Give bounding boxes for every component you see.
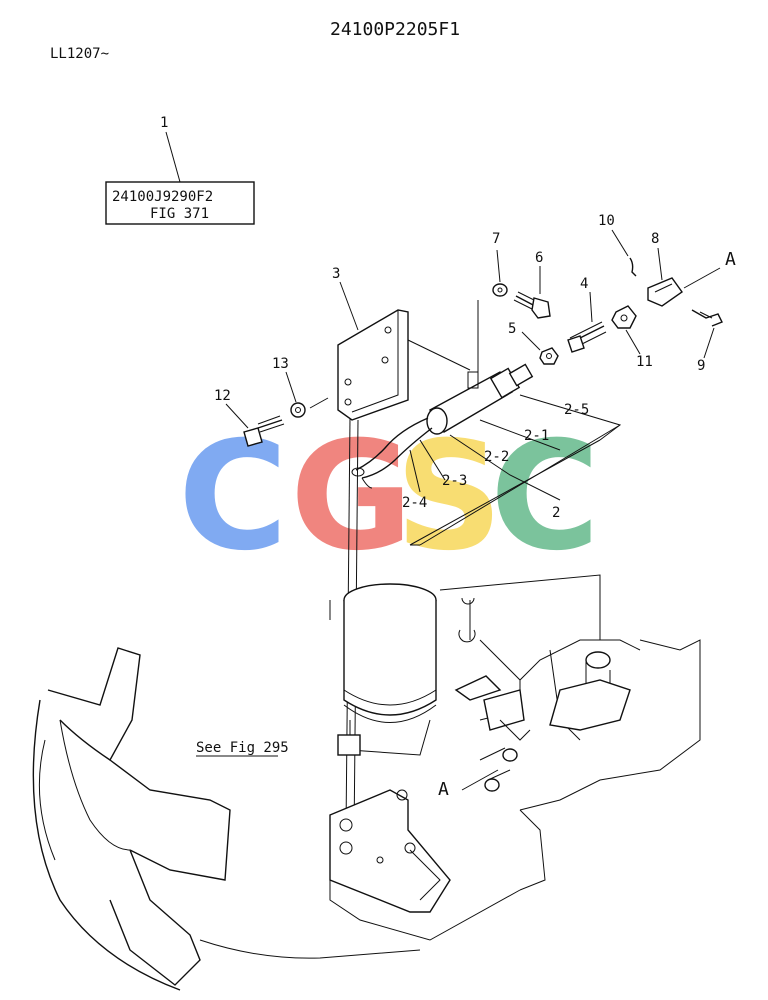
watermark-g: G xyxy=(290,410,413,584)
callout-2: 2 xyxy=(552,505,560,521)
callout-1: 1 xyxy=(160,115,168,131)
see-fig-note: See Fig 295 xyxy=(196,740,289,756)
fuel-stop-solenoid xyxy=(351,363,534,489)
callout-11: 11 xyxy=(636,354,653,370)
washer-part-7 xyxy=(492,249,508,297)
fuel-filter xyxy=(337,583,437,756)
clevis-part-8 xyxy=(647,247,721,307)
watermark-c1: C xyxy=(178,410,288,584)
solenoid-leaders xyxy=(409,394,622,546)
lower-mounting-bracket xyxy=(199,789,521,959)
callout-8: 8 xyxy=(651,231,659,247)
engine-outline xyxy=(329,574,701,891)
cooling-fan xyxy=(32,647,231,991)
callout-2-3: 2-3 xyxy=(442,473,467,489)
reference-box: 24100J9290F2 FIG 371 xyxy=(105,131,255,225)
ref-box-code: 24100J9290F2 xyxy=(112,189,213,205)
callout-6: 6 xyxy=(535,250,543,266)
cgsc-watermark: C G S C xyxy=(178,410,600,584)
callout-9: 9 xyxy=(697,358,705,374)
callout-5: 5 xyxy=(508,321,516,337)
bracket-part-3 xyxy=(337,281,409,421)
ref-box-fig: FIG 371 xyxy=(150,206,209,222)
bolt-part-12 xyxy=(225,403,285,447)
pin-part-10 xyxy=(611,229,637,277)
nut-part-5 xyxy=(521,331,559,365)
washer-part-13 xyxy=(285,371,329,418)
callout-10: 10 xyxy=(598,213,615,229)
drawing-code: 24100P2205F1 xyxy=(330,19,460,40)
callout-13: 13 xyxy=(272,356,289,372)
rod-part-4 xyxy=(567,291,607,353)
callout-4: 4 xyxy=(580,276,588,292)
serial-range: LL1207~ xyxy=(50,46,109,62)
watermark-s: S xyxy=(395,410,503,584)
nut-part-11 xyxy=(611,305,641,355)
callout-7: 7 xyxy=(492,231,500,247)
callout-2-5: 2-5 xyxy=(564,402,589,418)
watermark-c2: C xyxy=(490,410,600,584)
callout-2-4: 2-4 xyxy=(402,495,427,511)
callout-2-2: 2-2 xyxy=(484,449,509,465)
bolt-part-6 xyxy=(513,266,551,319)
callout-2-1: 2-1 xyxy=(524,428,549,444)
callout-3: 3 xyxy=(332,266,340,282)
view-mark-a-bottom: A xyxy=(438,779,449,800)
callout-12: 12 xyxy=(214,388,231,404)
view-mark-a-top: A xyxy=(725,249,736,270)
pin-part-9 xyxy=(691,309,723,359)
